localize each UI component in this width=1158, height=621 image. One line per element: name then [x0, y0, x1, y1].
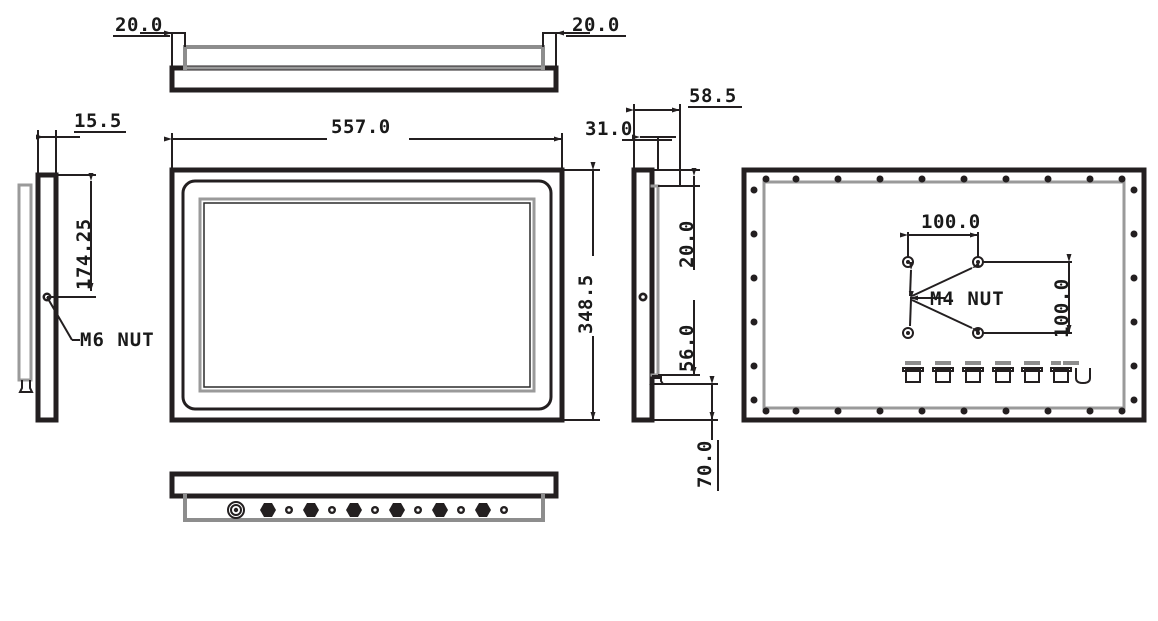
view-left-side: 15.5 174.25 M6 NUT — [17, 110, 155, 423]
view-right-side: 31.0 58.5 20.0 56.0 70.0 — [585, 85, 742, 491]
rear-outer-frame — [741, 167, 1147, 423]
front-inner-bezel — [181, 179, 553, 411]
top-dim-left-label: 20.0 — [115, 14, 163, 36]
rear-screws-left — [750, 186, 758, 404]
vesa-dim-h-label: 100.0 — [921, 211, 981, 233]
hex-nut-2 — [303, 503, 319, 517]
top-view-body — [169, 65, 559, 93]
right-foot-cap — [652, 375, 662, 379]
hex-nut-4 — [389, 503, 405, 517]
bottom-connectors — [227, 501, 508, 519]
hex-nut-3 — [346, 503, 362, 517]
front-dim-557-label: 557.0 — [331, 116, 391, 138]
front-dim-348-bg — [584, 256, 602, 336]
right-dim-20-label: 20.0 — [676, 220, 698, 268]
m6-nut-label: M6 NUT — [80, 329, 155, 351]
view-bottom — [169, 471, 559, 522]
right-shell-foot — [649, 375, 665, 385]
m6-nut-leader — [46, 296, 73, 341]
rear-inner-panel — [762, 180, 1126, 410]
left-dim-174-label: 174.25 — [73, 218, 95, 290]
rear-screws-top — [762, 175, 1126, 183]
right-dim-58-label: 58.5 — [689, 85, 737, 107]
hex-nut-6 — [475, 503, 491, 517]
left-shell-foot — [18, 380, 34, 393]
right-nut-hole-center — [641, 295, 645, 299]
bottom-shell-outline — [183, 494, 545, 522]
front-outer-frame — [169, 167, 565, 423]
m4-nut-leaders — [908, 261, 981, 334]
top-view-display-edge — [183, 45, 545, 70]
right-dim-56-label: 56.0 — [676, 324, 698, 372]
top-dim-right-label: 20.0 — [572, 14, 620, 36]
front-screen-border — [198, 197, 536, 393]
vesa-dim-v-label: 100.0 — [1051, 278, 1073, 338]
bottom-view-body — [169, 471, 559, 499]
rear-screws-bottom — [762, 407, 1126, 415]
front-screen-area — [203, 202, 531, 388]
rear-screws-right — [1130, 186, 1138, 404]
view-front: 557.0 348.5 — [164, 116, 602, 423]
right-bezel-slab — [631, 167, 655, 423]
right-dim-70-label: 70.0 — [694, 440, 716, 488]
view-rear: 100.0 100.0 M4 NUT — [741, 167, 1147, 423]
right-dim-31-label: 31.0 — [585, 118, 633, 140]
hex-nut-1 — [260, 503, 276, 517]
rear-io-connectors — [902, 361, 1091, 385]
left-dim-15-5-label: 15.5 — [74, 110, 122, 132]
front-dim-557-bg — [327, 126, 409, 143]
hex-nut-5 — [432, 503, 448, 517]
m4-nut-label: M4 NUT — [930, 288, 1005, 310]
view-top: 20.0 20.0 — [113, 14, 626, 93]
front-dim-348-label: 348.5 — [575, 274, 597, 334]
